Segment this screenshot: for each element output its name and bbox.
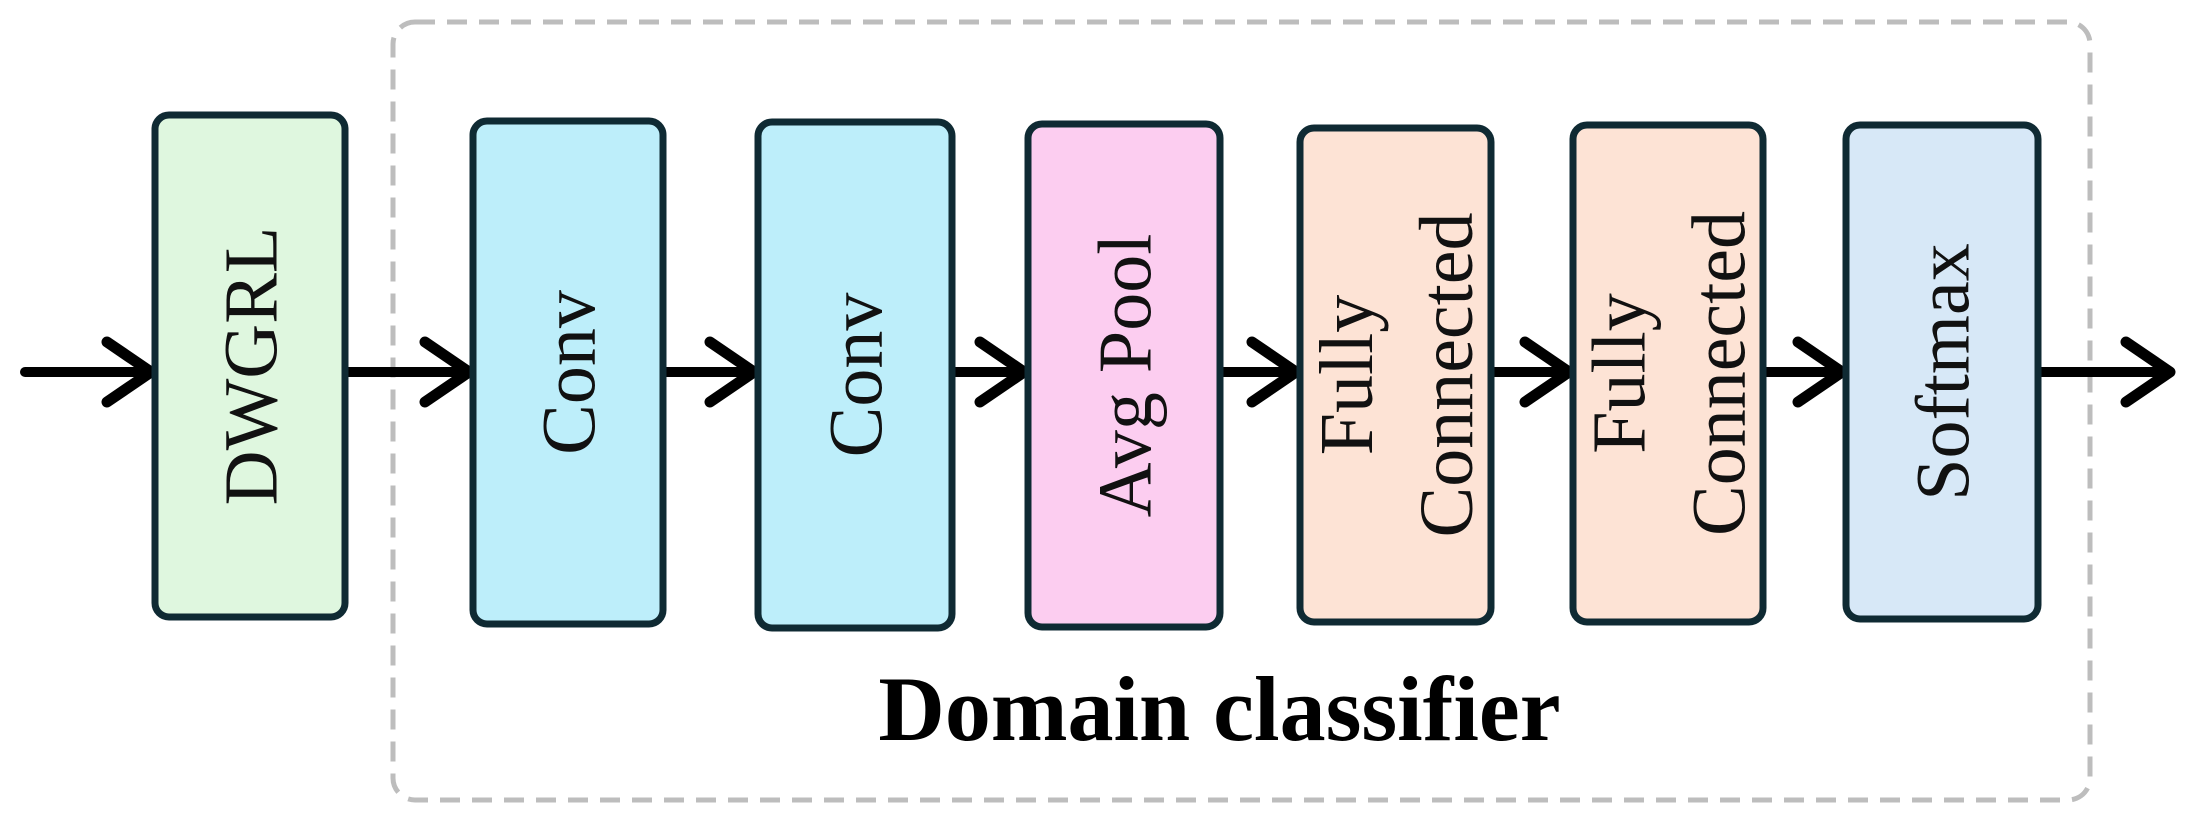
block-conv-2-label: Conv	[815, 293, 899, 458]
block-avg-pool: Avg Pool	[1024, 120, 1224, 631]
block-conv-2-box	[754, 118, 956, 632]
block-softmax-box	[1842, 121, 2042, 623]
block-fully-connected-1-box	[1296, 124, 1495, 626]
block-conv-1-box	[469, 117, 667, 628]
arrow-dwgrl-to-conv-1	[340, 336, 475, 408]
arrow-fully-connected-1-to-fully-connected-2	[1486, 336, 1575, 408]
block-avg-pool-label-line: Avg Pool	[1084, 234, 1168, 518]
block-conv-2-label-line: Conv	[815, 293, 899, 458]
arrow-fully-connected-2-to-softmax	[1758, 336, 1848, 408]
domain-classifier-group-border	[390, 19, 2093, 803]
arrow-conv-1-to-conv-2	[658, 336, 760, 408]
block-conv-2: Conv	[754, 118, 956, 632]
block-dwgrl-box	[151, 111, 349, 621]
block-dwgrl-label-line: DWGRL	[210, 227, 294, 506]
block-avg-pool-box	[1024, 120, 1224, 631]
arrow-conv-2-to-avg-pool	[947, 336, 1030, 408]
block-dwgrl-label: DWGRL	[210, 227, 294, 506]
block-fully-connected-2-box	[1569, 121, 1767, 626]
arrow-softmax-to-output	[2033, 336, 2176, 408]
block-softmax-label-line: Softmax	[1902, 243, 1986, 501]
domain-classifier-label: Domain classifier	[878, 658, 1560, 760]
block-fully-connected-1-label-line: Connected	[1405, 212, 1489, 537]
arrow-input-to-dwgrl	[20, 336, 157, 408]
block-fully-connected-1-label-line: Fully	[1305, 295, 1389, 456]
block-softmax: Softmax	[1842, 121, 2042, 623]
block-fully-connected-2-label-line: Connected	[1678, 211, 1762, 536]
edge-layer	[20, 336, 2176, 408]
group-layer: Domain classifier	[390, 19, 2093, 803]
block-fully-connected-2-label-line: Fully	[1578, 293, 1662, 454]
block-conv-1: Conv	[469, 117, 667, 628]
block-avg-pool-label: Avg Pool	[1084, 234, 1168, 518]
arrow-avg-pool-to-fully-connected-1	[1215, 336, 1302, 408]
block-conv-1-label-line: Conv	[528, 290, 612, 455]
block-conv-1-label: Conv	[528, 290, 612, 455]
block-softmax-label: Softmax	[1902, 243, 1986, 501]
block-dwgrl: DWGRL	[151, 111, 349, 621]
